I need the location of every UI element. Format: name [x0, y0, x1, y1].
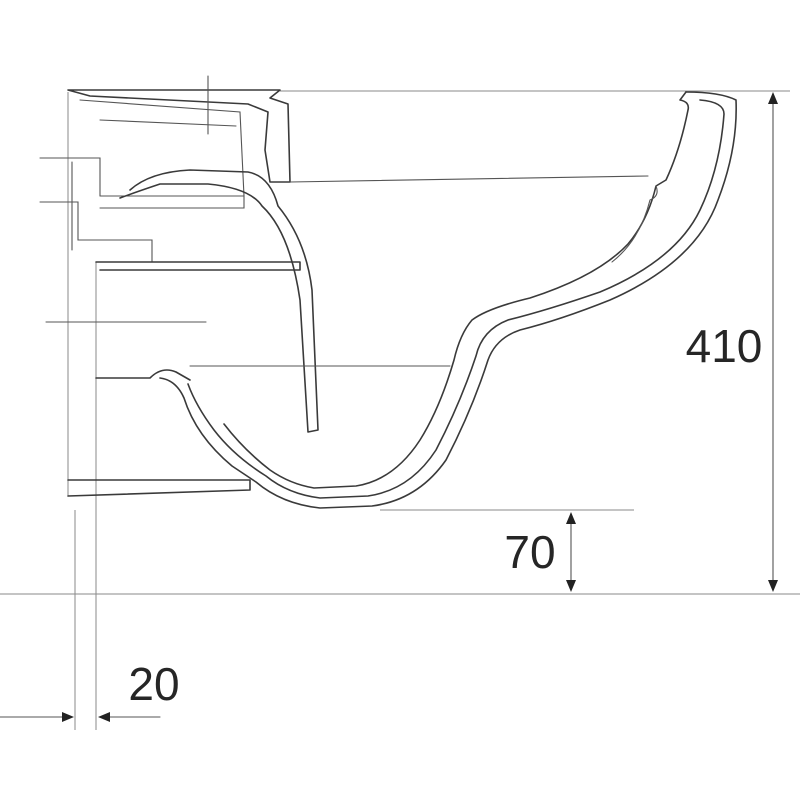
flush-channel [119, 169, 319, 433]
connector-upper [39, 157, 101, 197]
height-arrow-bottom [768, 580, 778, 592]
wall-gap-arrow-right [98, 712, 110, 722]
rim-detail [611, 185, 658, 263]
clearance-arrow-bottom [566, 580, 576, 592]
bowl-middle-shell [187, 99, 725, 499]
clearance-dimension-label: 70 [504, 526, 555, 578]
height-arrow-top [768, 92, 778, 104]
bowl-inner-shell [223, 91, 690, 489]
frame-inner-line [79, 99, 245, 197]
frame-top-block [67, 89, 291, 183]
frame-bottom [67, 479, 251, 497]
outlet-pipe-top [95, 261, 301, 271]
rim-line [289, 175, 649, 183]
wall-gap-dimension-label: 20 [128, 658, 179, 710]
wall-gap-arrow-left [62, 712, 74, 722]
height-dimension-label: 410 [686, 320, 763, 372]
bowl-outer-shell [159, 91, 737, 509]
frame-inner-line-2 [99, 119, 237, 127]
outlet-pipe-bottom [95, 369, 191, 381]
connector-middle [39, 201, 153, 263]
clearance-arrow-top [566, 512, 576, 524]
connector-plate [99, 195, 245, 209]
